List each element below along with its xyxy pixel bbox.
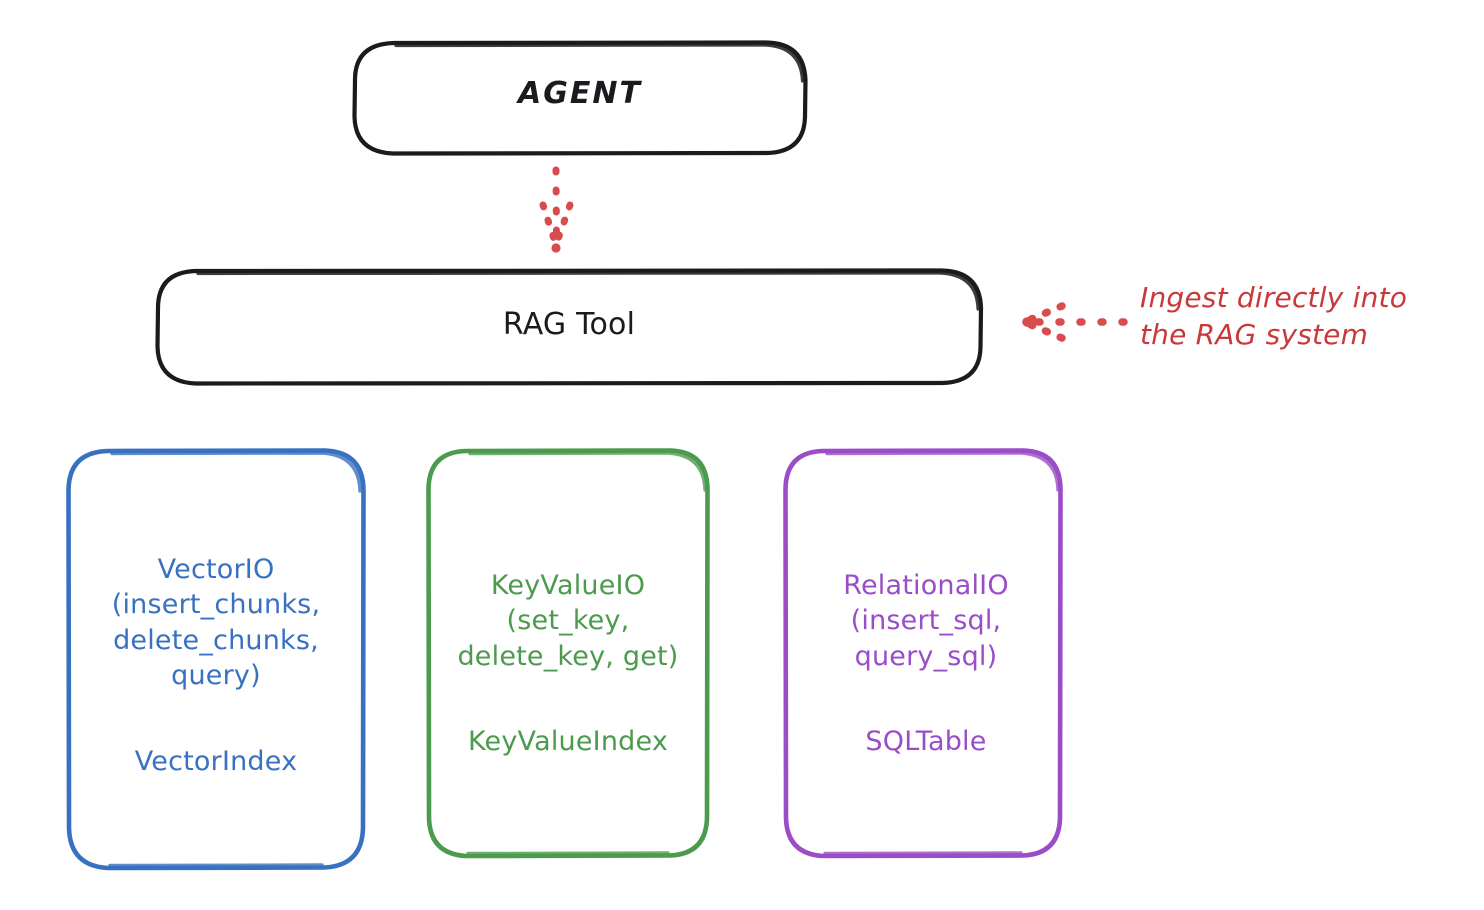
ingest-connector bbox=[1022, 302, 1128, 342]
vector-io-node-shape[interactable] bbox=[66, 448, 366, 871]
key-value-io-title: KeyValueIO (set_key, delete_key, get) bbox=[457, 569, 679, 672]
rag-tool-node-shape[interactable] bbox=[155, 268, 984, 386]
vector-io-node-text: VectorIO (insert_chunks, delete_chunks, … bbox=[70, 532, 362, 799]
key-value-io-node-text: KeyValueIO (set_key, delete_key, get) Ke… bbox=[422, 548, 714, 779]
agent-node-label: AGENT bbox=[518, 76, 642, 111]
relational-io-title: RelationalIO (insert_sql, query_sql) bbox=[843, 569, 1009, 672]
relational-io-node-text: RelationalIO (insert_sql, query_sql) SQL… bbox=[790, 548, 1062, 779]
ingest-annotation-label: Ingest directly into the RAG system bbox=[1140, 281, 1408, 351]
relational-io-node-shape[interactable] bbox=[783, 448, 1063, 859]
rag-tool-node-label: RAG Tool bbox=[502, 307, 636, 342]
key-value-io-node-shape[interactable] bbox=[426, 448, 710, 859]
vector-io-title: VectorIO (insert_chunks, delete_chunks, … bbox=[111, 553, 321, 692]
relational-io-subtitle: SQLTable bbox=[865, 725, 987, 757]
vector-io-subtitle: VectorIndex bbox=[134, 745, 298, 777]
agent-to-rag-connector bbox=[539, 166, 574, 253]
agent-node-shape[interactable] bbox=[352, 40, 808, 156]
key-value-io-subtitle: KeyValueIndex bbox=[467, 725, 669, 757]
